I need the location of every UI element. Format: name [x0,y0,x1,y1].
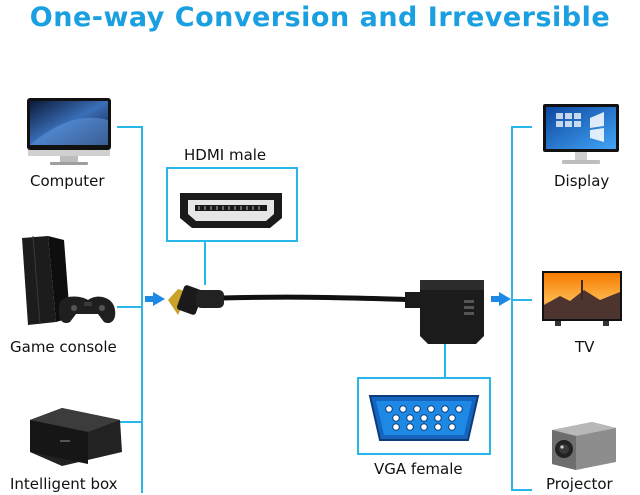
input-arrow [145,292,165,306]
tv-box-icon [30,408,122,466]
vga-female-label: VGA female [374,460,463,478]
tv-icon [542,271,622,326]
output-label-display: Display [554,172,610,190]
hdmi-callout [166,167,298,285]
output-bracket [511,126,532,491]
hdmi-connector-icon [180,193,282,228]
vga-callout [357,335,491,455]
output-label-tv: TV [575,338,595,356]
source-label-intelligent-box: Intelligent box [10,475,118,493]
game-console-icon [22,235,116,325]
output-label-projector: Projector [546,475,613,493]
hdmi-to-vga-adapter [168,280,484,344]
page-title: One-way Conversion and Irreversible [29,2,611,33]
vga-port-icon [368,395,480,441]
output-arrow [491,292,511,306]
projector-icon [552,422,616,470]
display-icon [543,104,619,164]
monitor-icon [27,98,111,165]
input-bracket [117,126,143,493]
source-label-game-console: Game console [10,338,117,356]
source-label-computer: Computer [30,172,105,190]
hdmi-male-label: HDMI male [184,146,267,164]
